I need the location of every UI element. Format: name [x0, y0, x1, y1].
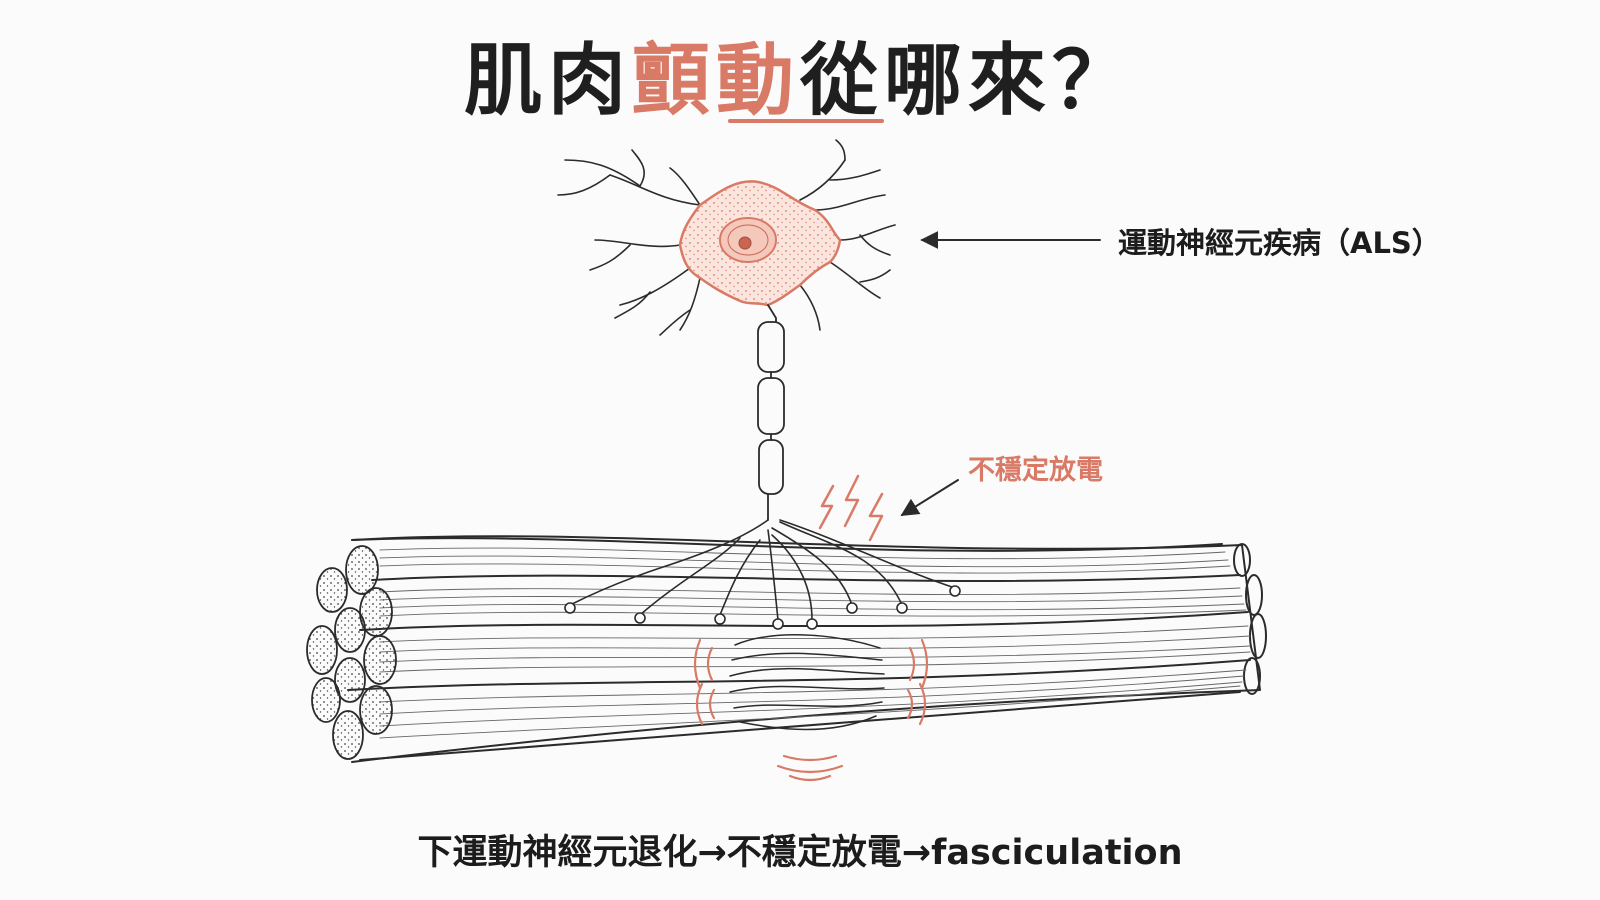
fiber-cross-sections — [306, 545, 397, 760]
axon-terminals — [564, 519, 961, 630]
title-highlight: 顫動 — [631, 36, 800, 126]
page-title: 肌肉顫動從哪來？ — [0, 18, 1600, 130]
pathway-caption: 下運動神經元退化→不穩定放電→fasciculation — [417, 833, 1183, 873]
muscle-striations — [379, 547, 1251, 739]
title-underline — [728, 119, 884, 123]
neuron-dendrites — [557, 139, 896, 336]
neuron-axon — [757, 304, 785, 521]
title-part-2: 從哪來？ — [800, 36, 1137, 126]
unstable-discharge-label: 不穩定放電 — [968, 455, 1103, 486]
als-label: 運動神經元疾病（ALS） — [1118, 226, 1441, 260]
vibration-marks — [693, 638, 929, 782]
discharge-pointer-arrow — [900, 479, 959, 516]
neuron-nucleolus — [738, 236, 752, 250]
title-part-1: 肌肉 — [463, 36, 632, 126]
lightning-bolts-icon — [818, 474, 884, 542]
muscle-fiber-bundle — [347, 535, 1267, 763]
fasciculation-region — [729, 634, 885, 731]
